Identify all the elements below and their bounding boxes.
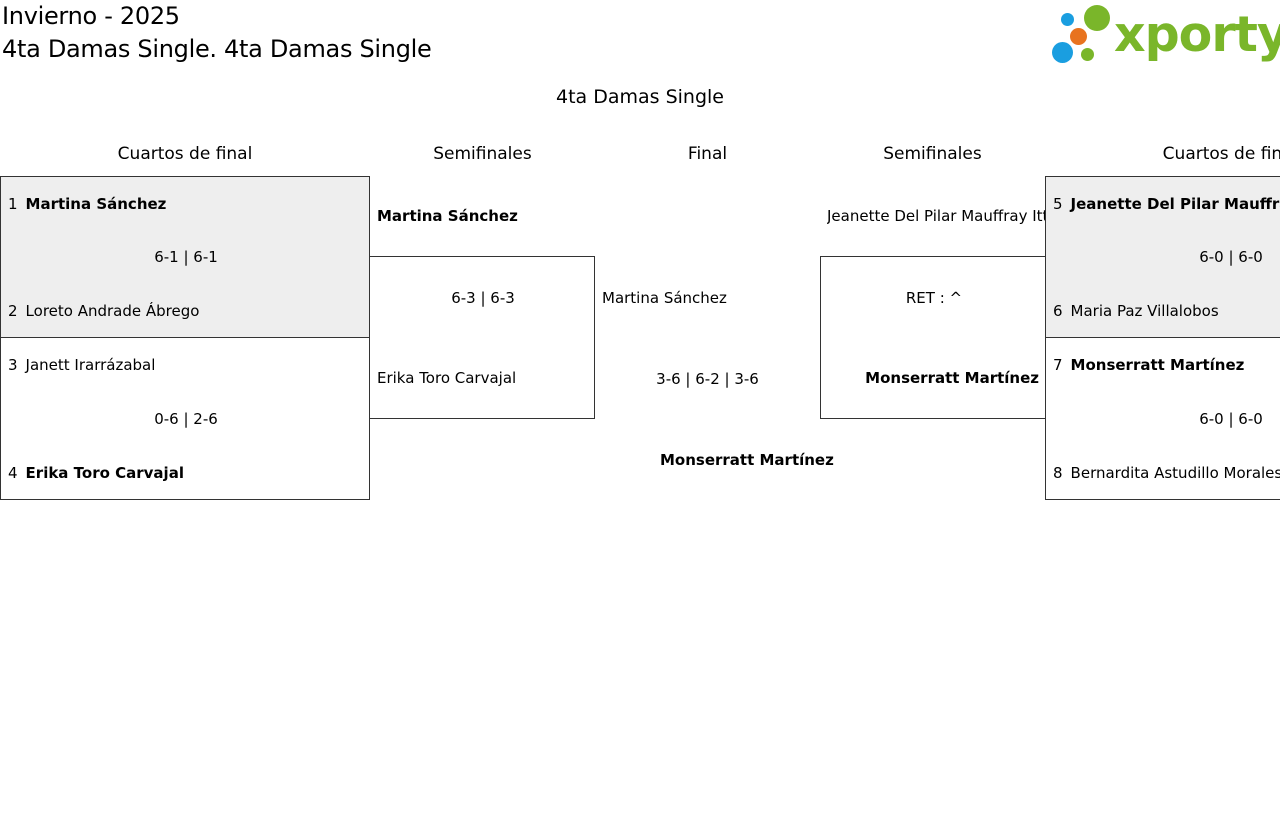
semifinal-2-player-2: Monserratt Martínez [865, 369, 1039, 387]
final-player-1: Martina Sánchez [602, 289, 727, 307]
player-name: Janett Irarrázabal [25, 356, 156, 374]
player-name: Martina Sánchez [25, 195, 167, 213]
quarterfinal-3-player-1: 5 Jeanette Del Pilar Mauffray Ittura [1053, 195, 1280, 213]
quarterfinal-match-1[interactable]: 1 Martina Sánchez 6-1 | 6-1 2 Loreto Andra… [0, 176, 370, 338]
quarterfinal-4-player-2: 8 Bernardita Astudillo Morales [1053, 464, 1280, 482]
page-subtitle: 4ta Damas Single. 4ta Damas Single [2, 35, 432, 63]
seed-number: 3 [8, 356, 18, 374]
round-header-left-semis: Semifinales [433, 144, 532, 164]
quarterfinal-match-4[interactable]: 7 Monserratt Martínez 6-0 | 6-0 8 Bernardi… [1045, 337, 1280, 500]
seed-number: 8 [1053, 464, 1063, 482]
logo-dot-green [1084, 5, 1110, 31]
logo-wordmark: xporty [1114, 6, 1280, 63]
quarterfinal-3-player-2: 6 Maria Paz Villalobos [1053, 302, 1219, 320]
player-name: Maria Paz Villalobos [1070, 302, 1219, 320]
semifinal-match-1[interactable]: 6-3 | 6-3 Erika Toro Carvajal [369, 256, 595, 419]
logo-dot-green-2 [1081, 48, 1094, 61]
semifinal-1-player-2: Erika Toro Carvajal [377, 369, 517, 387]
semifinal-2-score: RET : ^ [905, 289, 963, 307]
logo-dot-blue [1061, 13, 1074, 26]
round-header-right-quarters: Cuartos de final [1162, 144, 1280, 164]
player-name: Jeanette Del Pilar Mauffray Ittura [1070, 195, 1280, 213]
quarterfinal-1-score: 6-1 | 6-1 [154, 248, 218, 266]
round-header-final: Final [687, 144, 728, 164]
semifinal-1-player-1: Martina Sánchez [377, 207, 518, 225]
quarterfinal-1-player-2: 2 Loreto Andrade Ábrego [8, 302, 199, 320]
quarterfinal-2-score: 0-6 | 2-6 [154, 410, 218, 428]
final-player-2: Monserratt Martínez [660, 451, 834, 469]
page-title: Invierno - 2025 [2, 2, 180, 30]
quarterfinal-2-player-1: 3 Janett Irarrázabal [8, 356, 155, 374]
quarterfinal-1-player-1: 1 Martina Sánchez [8, 195, 166, 213]
seed-number: 6 [1053, 302, 1063, 320]
semifinal-1-score: 6-3 | 6-3 [451, 289, 515, 307]
semifinal-match-2[interactable]: RET : ^ Monserratt Martínez [820, 256, 1046, 419]
seed-number: 4 [8, 464, 18, 482]
logo-dot-orange [1070, 28, 1087, 45]
quarterfinal-4-score: 6-0 | 6-0 [1199, 410, 1263, 428]
xporty-logo[interactable]: xporty [1052, 4, 1280, 66]
semifinal-2-player-1: Jeanette Del Pilar Mauffray Ittura [827, 207, 1045, 225]
quarterfinal-2-player-2: 4 Erika Toro Carvajal [8, 464, 184, 482]
player-name: Erika Toro Carvajal [25, 464, 184, 482]
player-name: Jeanette Del Pilar Mauffray Ittura [827, 207, 1045, 225]
quarterfinal-4-player-1: 7 Monserratt Martínez [1053, 356, 1244, 374]
player-name: Bernardita Astudillo Morales [1070, 464, 1280, 482]
logo-dot-blue-2 [1052, 42, 1073, 63]
quarterfinal-match-2[interactable]: 3 Janett Irarrázabal 0-6 | 2-6 4 Erika Tor… [0, 337, 370, 500]
round-header-left-quarters: Cuartos de final [117, 144, 253, 164]
seed-number: 7 [1053, 356, 1063, 374]
bracket-title: 4ta Damas Single [556, 86, 724, 108]
seed-number: 2 [8, 302, 18, 320]
quarterfinal-match-3[interactable]: 5 Jeanette Del Pilar Mauffray Ittura 6-0 … [1045, 176, 1280, 338]
player-name: Monserratt Martínez [1070, 356, 1245, 374]
seed-number: 5 [1053, 195, 1063, 213]
seed-number: 1 [8, 195, 18, 213]
quarterfinal-3-score: 6-0 | 6-0 [1199, 248, 1263, 266]
round-header-right-semis: Semifinales [883, 144, 982, 164]
final-score: 3-6 | 6-2 | 3-6 [656, 370, 759, 388]
player-name: Loreto Andrade Ábrego [25, 302, 200, 320]
